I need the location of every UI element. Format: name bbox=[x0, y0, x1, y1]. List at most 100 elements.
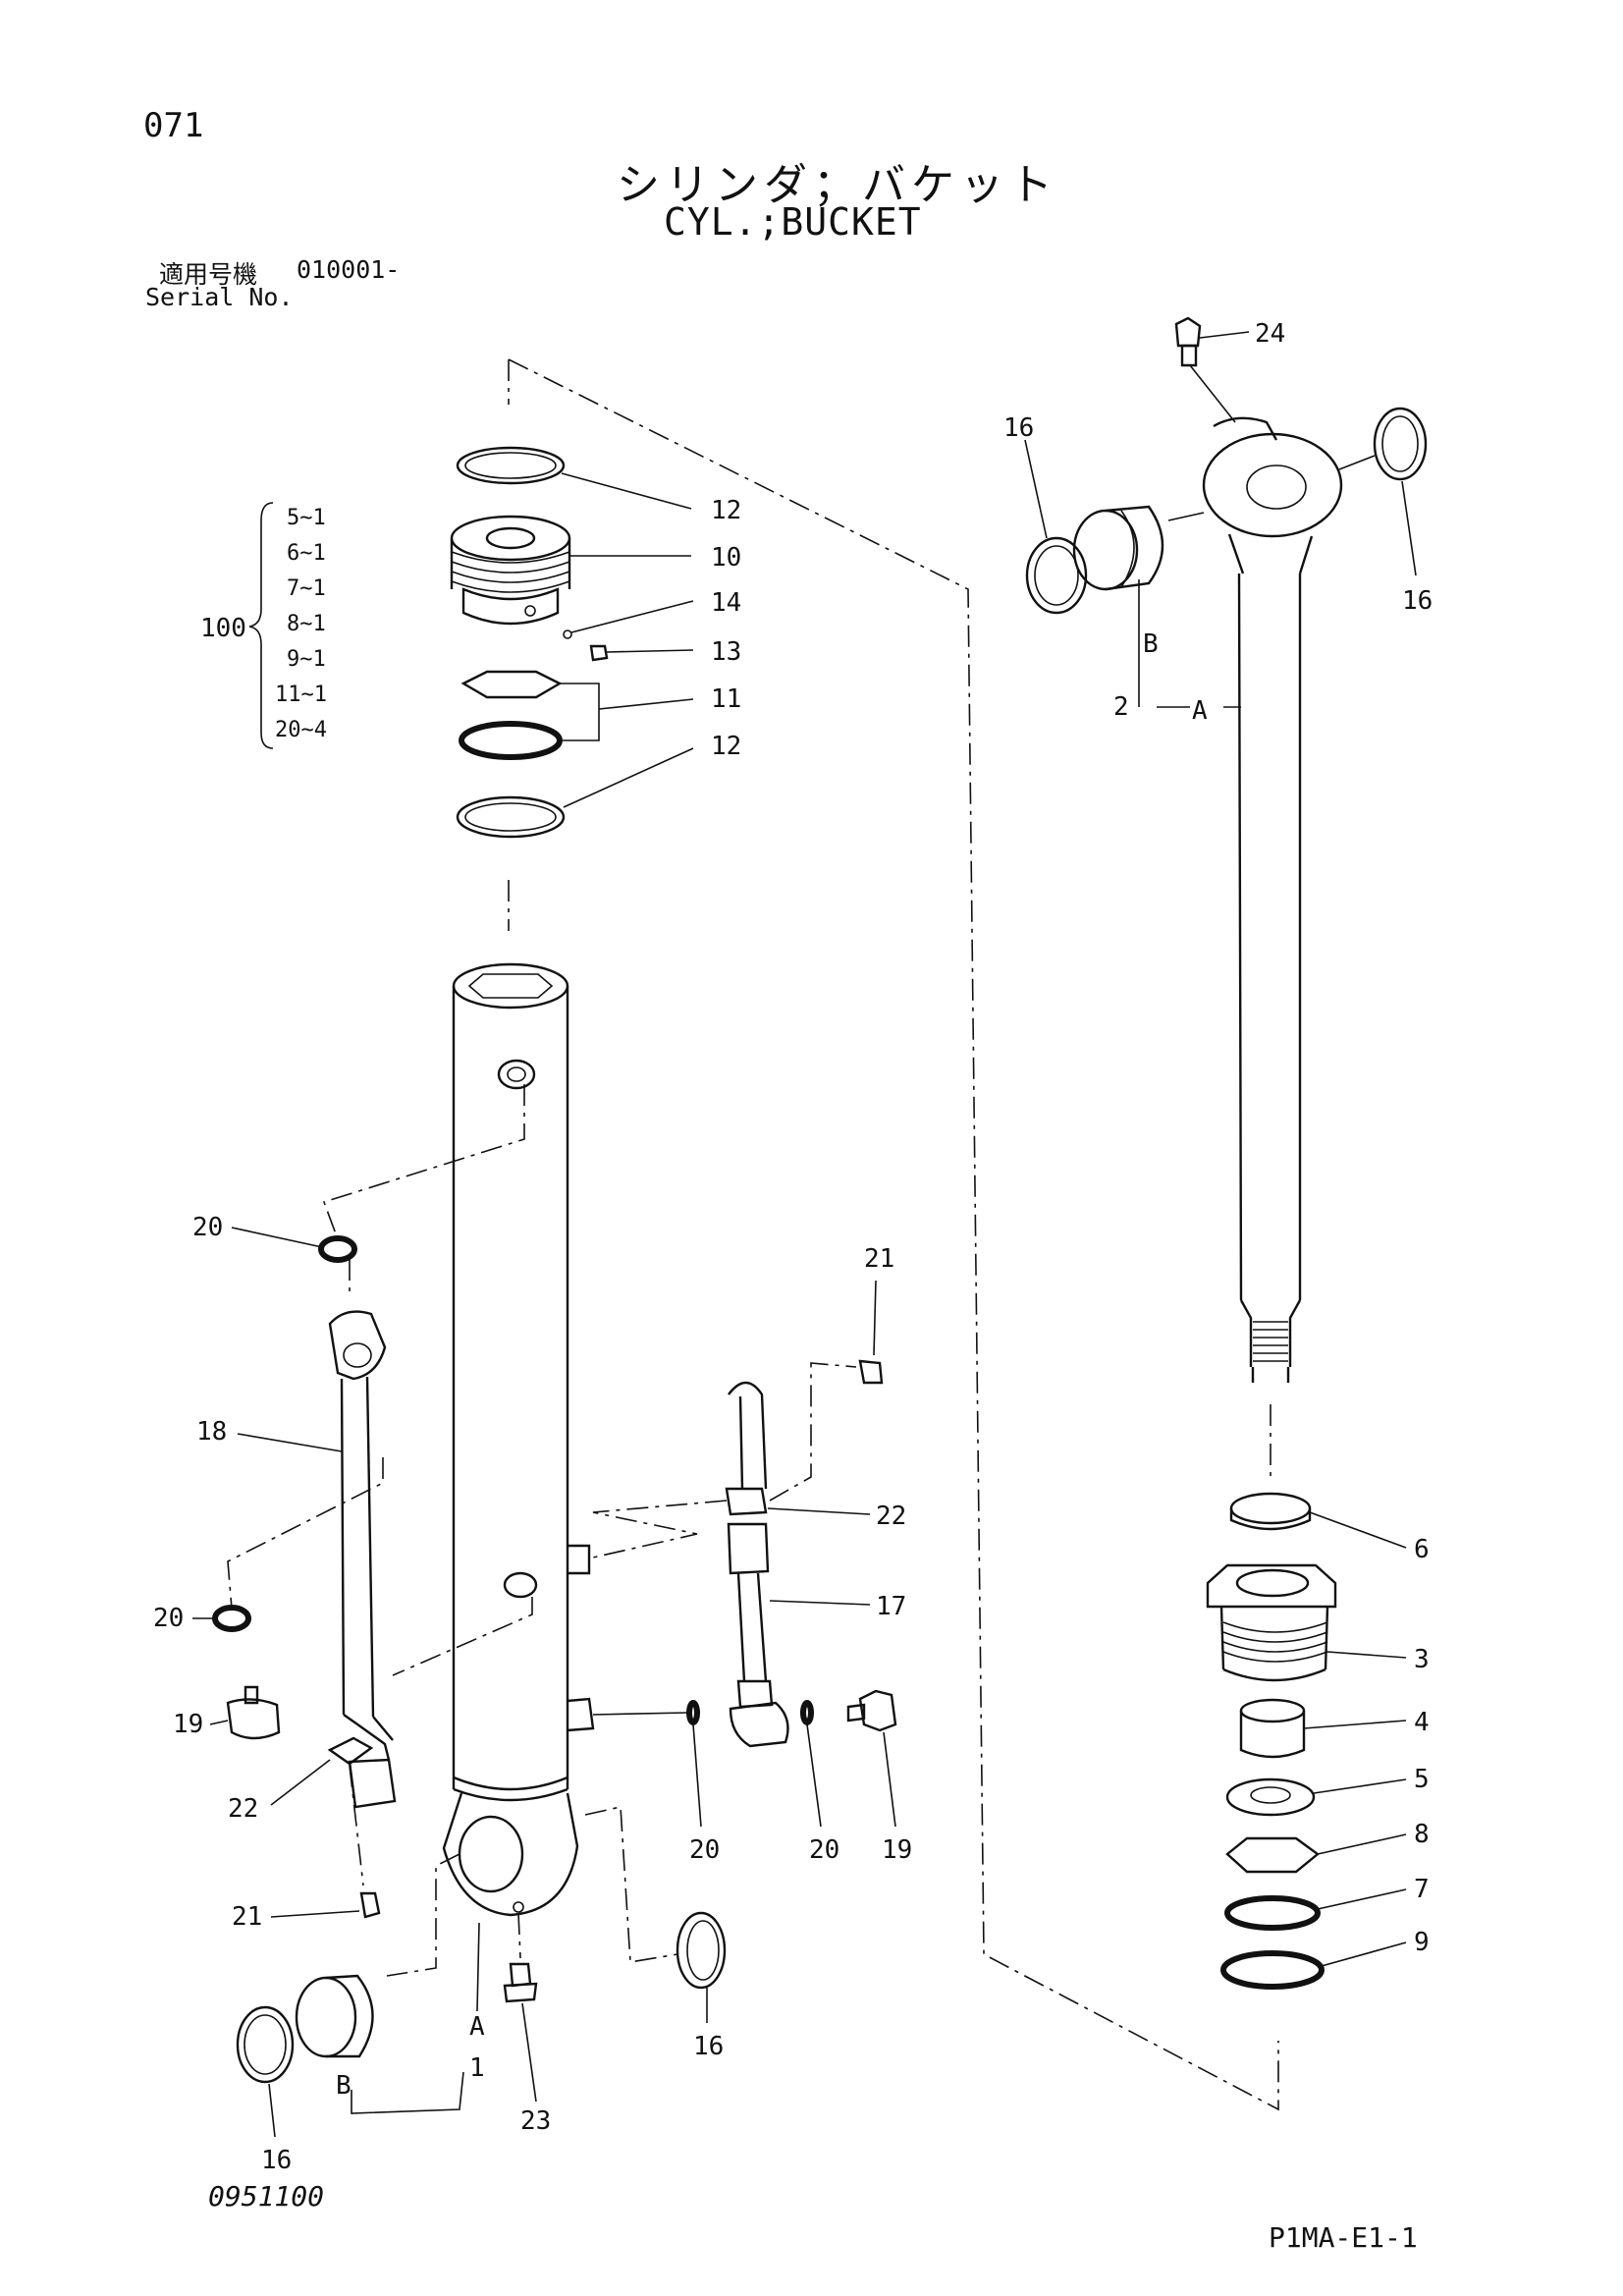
callout-2: 2 bbox=[1113, 692, 1129, 722]
callout-A: A bbox=[1192, 696, 1208, 726]
callout-10: 10 bbox=[711, 543, 741, 573]
grease-hole bbox=[513, 1901, 524, 1913]
serial-label-japanese: 適用号機 bbox=[159, 260, 258, 289]
assembly-line bbox=[592, 1712, 688, 1716]
dust-seal-ring bbox=[1373, 407, 1428, 481]
plug-head bbox=[226, 1698, 281, 1740]
callout-4: 4 bbox=[1414, 1708, 1430, 1737]
leader-line bbox=[1317, 1888, 1407, 1910]
head-stack bbox=[450, 446, 694, 839]
title-japanese: シリンダ；バケット bbox=[617, 160, 1058, 210]
leader-line bbox=[883, 1731, 896, 1828]
callout-24: 24 bbox=[1255, 319, 1285, 349]
kit-item: 9~1 bbox=[287, 647, 326, 672]
rod-thread bbox=[1253, 1321, 1288, 1362]
cylinder-head-hex bbox=[461, 587, 560, 626]
callout-8: 8 bbox=[1414, 1820, 1430, 1849]
set-screw bbox=[589, 644, 609, 662]
slide-ring bbox=[1229, 1492, 1312, 1525]
kit-brace bbox=[248, 502, 274, 749]
plug-head bbox=[858, 1689, 897, 1732]
piston-nut bbox=[1206, 1563, 1337, 1609]
document-code: 0951100 bbox=[208, 2180, 325, 2213]
callout-22: 22 bbox=[228, 1794, 258, 1824]
o-ring bbox=[1220, 1950, 1325, 1990]
cushion-ring bbox=[1225, 1777, 1316, 1817]
leader-line bbox=[1309, 1511, 1407, 1549]
piston-body bbox=[1219, 1606, 1329, 1670]
leader-line bbox=[606, 649, 694, 653]
assembly-line bbox=[592, 1500, 728, 1558]
leader-line bbox=[563, 747, 694, 808]
rod-eye-bore bbox=[1246, 465, 1307, 510]
leader-line bbox=[561, 472, 692, 510]
callout-12: 12 bbox=[711, 496, 741, 525]
backup-ring-inner bbox=[464, 802, 557, 832]
piston-thread bbox=[1222, 1621, 1328, 1663]
bushing-body bbox=[1105, 505, 1164, 591]
hose-elbow bbox=[729, 1701, 789, 1748]
leader-line bbox=[767, 1507, 871, 1515]
leader-line bbox=[209, 1720, 229, 1725]
seal-ring-hex bbox=[460, 670, 563, 699]
kit-item: 7~1 bbox=[287, 576, 326, 601]
o-ring bbox=[318, 1235, 357, 1263]
tube-eye bbox=[442, 1792, 579, 1917]
rod-tip bbox=[1251, 1367, 1290, 1383]
hose-pipe-top bbox=[728, 1381, 768, 1490]
slide-ring-band bbox=[1229, 1508, 1312, 1531]
hose-pipe bbox=[340, 1376, 375, 1718]
callout-19: 19 bbox=[882, 1835, 912, 1865]
page-number: 071 bbox=[143, 106, 204, 145]
callout-9: 9 bbox=[1414, 1928, 1430, 1957]
callout-B: B bbox=[1143, 629, 1159, 659]
cylinder-head-thread bbox=[451, 551, 570, 593]
tube-bottom-band bbox=[453, 1776, 568, 1791]
callout-17: 17 bbox=[876, 1592, 906, 1621]
callout-11: 11 bbox=[711, 684, 741, 714]
leader-line bbox=[270, 1910, 360, 1918]
kit-item: 8~1 bbox=[287, 612, 326, 636]
bushing-body bbox=[325, 1974, 374, 2058]
assembly-line bbox=[1167, 512, 1205, 521]
tube-bottom-edge bbox=[453, 1787, 568, 1802]
clamp-bolt bbox=[359, 1891, 381, 1919]
callout-18: 18 bbox=[196, 1417, 227, 1447]
leader-line bbox=[570, 600, 694, 633]
callout-16: 16 bbox=[1003, 413, 1034, 443]
leader-line bbox=[1024, 439, 1048, 539]
leader-line bbox=[1321, 1941, 1407, 1967]
rod-bushing-parts bbox=[1024, 407, 1428, 615]
tube-side-port bbox=[568, 1544, 591, 1575]
leader-line bbox=[476, 1922, 480, 2012]
leader-line bbox=[1199, 331, 1250, 339]
leader-line bbox=[521, 2002, 537, 2103]
right-hose-assembly bbox=[592, 1280, 897, 1828]
tube-eye-bore bbox=[458, 1815, 524, 1893]
hose-pipe bbox=[736, 1572, 768, 1682]
plug-stem bbox=[243, 1685, 259, 1705]
leader-line bbox=[268, 2083, 276, 2138]
assembly-line bbox=[769, 1362, 857, 1502]
left-hose-assembly bbox=[192, 1084, 533, 1919]
leader-line bbox=[1401, 480, 1417, 576]
clamp-bolt bbox=[858, 1359, 884, 1385]
piston-bottom bbox=[1222, 1667, 1326, 1682]
rod-shaft bbox=[1237, 573, 1302, 1301]
tube-top bbox=[452, 962, 569, 1010]
cylinder-head-body bbox=[450, 538, 571, 589]
leader-line bbox=[237, 1433, 343, 1452]
hose-bend bbox=[343, 1714, 394, 1761]
callout-14: 14 bbox=[711, 588, 741, 618]
leader-line bbox=[560, 683, 694, 741]
cylinder-tube bbox=[351, 962, 595, 2114]
piston-bore bbox=[1235, 1568, 1310, 1598]
leader-line bbox=[1313, 1778, 1407, 1794]
leader-line bbox=[1189, 364, 1236, 423]
kit-item: 5~1 bbox=[287, 506, 326, 530]
dust-seal-ring-inner bbox=[1381, 415, 1419, 472]
callout-16: 16 bbox=[1402, 586, 1433, 616]
callout-B: B bbox=[336, 2071, 352, 2101]
callout-16: 16 bbox=[261, 2146, 292, 2175]
